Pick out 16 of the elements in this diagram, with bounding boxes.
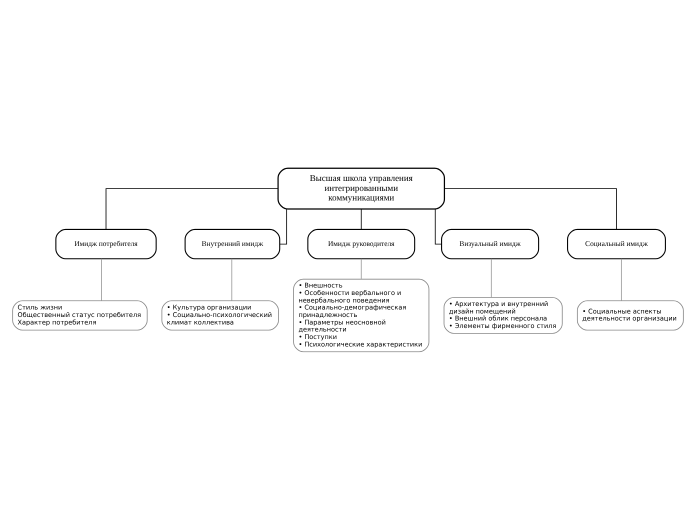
node-box: Визуальный имидж — [441, 228, 540, 260]
connector — [620, 258, 622, 302]
node-box: Имидж потребителя — [55, 228, 157, 260]
node-box: Социальный имидж — [567, 228, 666, 260]
connector — [444, 188, 617, 230]
node-box: Внутренний имидж — [184, 228, 280, 260]
connector — [279, 208, 288, 244]
connector — [360, 258, 362, 280]
connector — [490, 258, 492, 298]
connector — [106, 188, 278, 230]
node-box: Высшая школа управления интегрированными коммуникациями — [277, 168, 446, 210]
connector — [101, 258, 102, 302]
connector — [360, 208, 362, 230]
node-box: Имидж руководителя — [307, 228, 416, 260]
connector — [434, 208, 442, 244]
connector — [231, 258, 232, 302]
